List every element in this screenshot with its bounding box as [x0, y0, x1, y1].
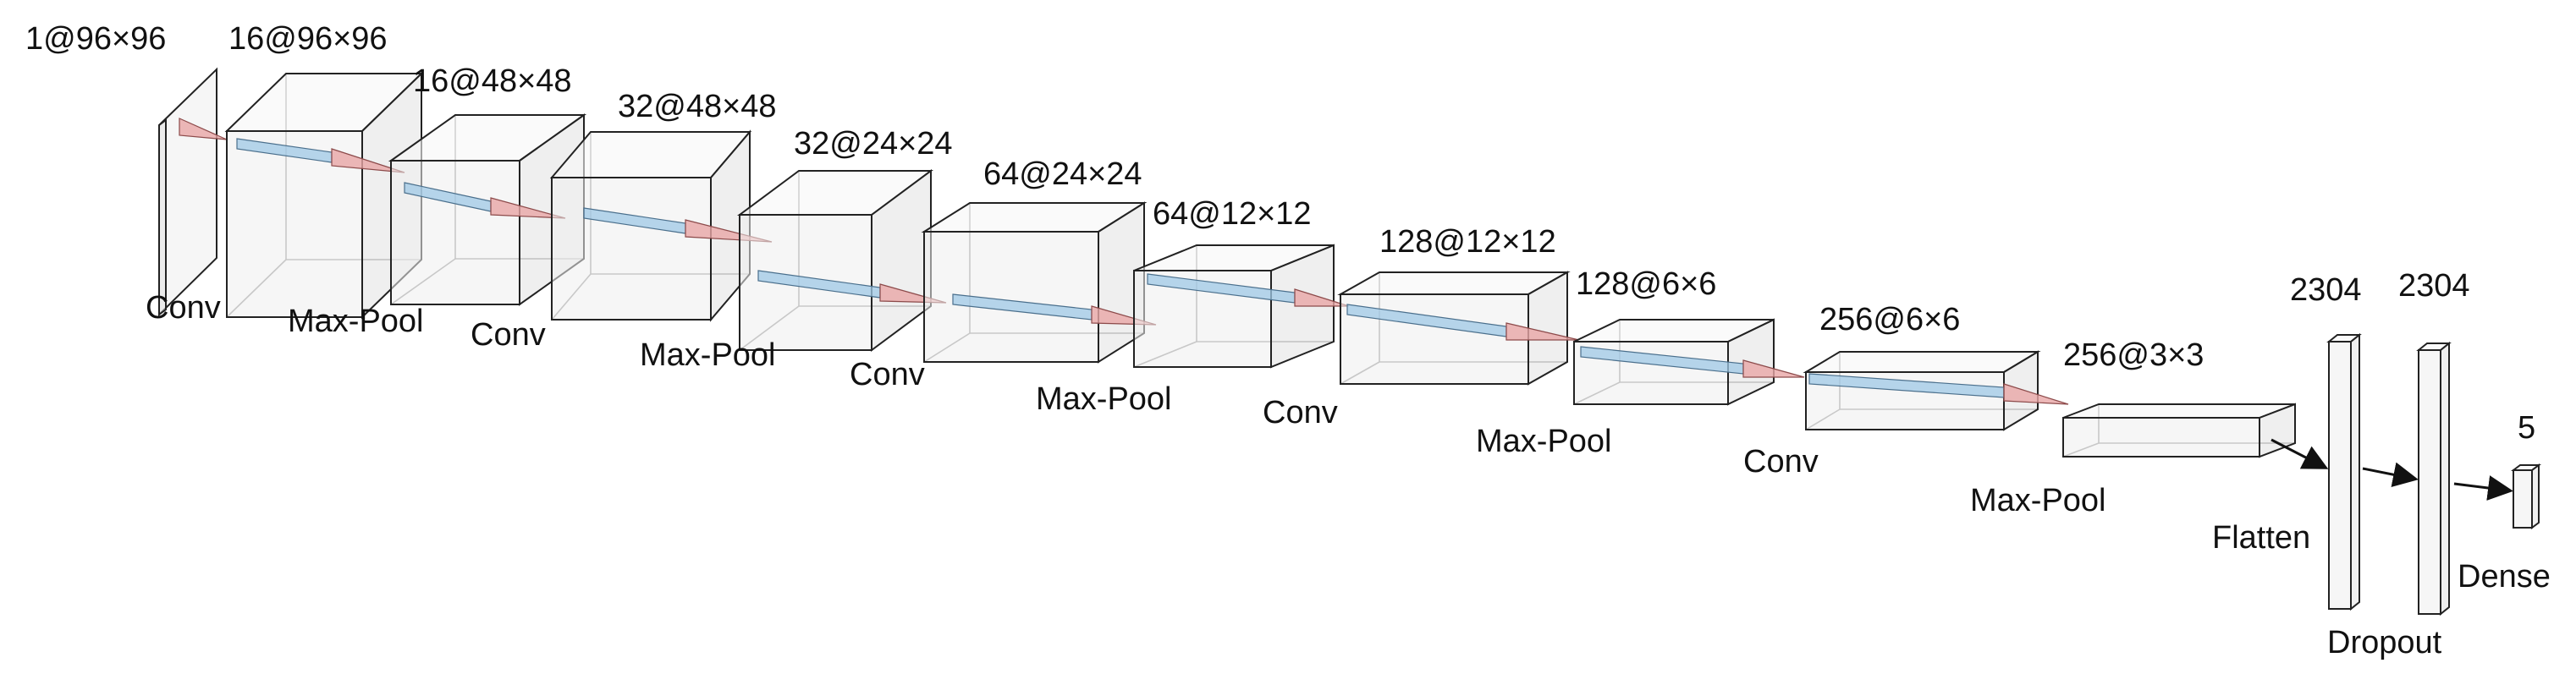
- pool5-volume-top: [2062, 403, 2296, 419]
- op-label-conv3: Conv: [850, 357, 925, 392]
- dense-output-side: [2531, 463, 2540, 529]
- dense-output-front: [2513, 469, 2533, 529]
- dim-label-conv5: 256@6×6: [1819, 302, 1960, 337]
- flatten-vector-side: [2350, 332, 2360, 611]
- dim-label-dropout: 2304: [2398, 268, 2470, 304]
- conv4-projection: [1505, 322, 1580, 341]
- op-label-conv2: Conv: [471, 317, 546, 353]
- op-label-conv4: Conv: [1263, 395, 1338, 430]
- dim-label-pool1: 16@48×48: [413, 63, 572, 99]
- op-label-dropout: Dropout: [2327, 625, 2442, 660]
- op-label-dense: Dense: [2458, 559, 2551, 595]
- dim-label-flatten: 2304: [2290, 272, 2362, 308]
- dim-label-pool4: 128@6×6: [1576, 266, 1716, 302]
- conv4-volume-side: [1527, 271, 1568, 386]
- pool4-projection: [1742, 359, 1805, 378]
- dim-label-pool3: 64@12×12: [1153, 196, 1312, 232]
- flatten-vector-front: [2328, 341, 2352, 610]
- pool5-volume-side: [2259, 403, 2296, 458]
- arrow-to-flatten: [2271, 438, 2329, 469]
- input-projection: [179, 118, 228, 140]
- dim-label-conv2: 32@48×48: [618, 89, 777, 124]
- input-sheet-front: [158, 67, 217, 317]
- pool1-volume-front: [390, 160, 520, 305]
- layer-labels: 1@96×96 16@96×96 16@48×48 32@48×48 32@24…: [25, 21, 2551, 660]
- pool5-volume-front: [2062, 417, 2260, 458]
- dropout-vector-side: [2440, 341, 2450, 616]
- op-label-pool2: Max-Pool: [640, 337, 776, 373]
- op-label-pool4: Max-Pool: [1476, 424, 1612, 459]
- input-sheet-edge: [158, 118, 167, 316]
- dim-label-dense: 5: [2518, 410, 2535, 446]
- conv5-projection: [2003, 383, 2069, 405]
- op-label-pool1: Max-Pool: [288, 304, 424, 339]
- layer-shapes: [158, 67, 2541, 616]
- arrow-to-dropout: [2362, 462, 2419, 488]
- pool1-projection: [490, 197, 566, 219]
- dropout-vector-front: [2418, 349, 2441, 615]
- op-label-conv1: Conv: [146, 290, 221, 326]
- dim-label-pool5: 256@3×3: [2063, 337, 2204, 373]
- arrow-to-dense: [2453, 475, 2513, 501]
- dim-label-conv1: 16@96×96: [228, 21, 388, 57]
- conv2-volume-front: [551, 177, 712, 321]
- dim-label-conv4: 128@12×12: [1379, 224, 1556, 260]
- dim-label-pool2: 32@24×24: [794, 126, 953, 162]
- dim-label-conv3: 64@24×24: [983, 156, 1142, 192]
- conv3-volume-front: [923, 231, 1099, 363]
- conv1-projection: [331, 148, 405, 173]
- op-label-pool5: Max-Pool: [1970, 483, 2106, 518]
- pool3-projection: [1294, 288, 1350, 307]
- op-label-pool3: Max-Pool: [1036, 381, 1172, 417]
- conv5-volume-top: [1803, 351, 2041, 373]
- op-label-flatten: Flatten: [2212, 520, 2310, 556]
- op-label-conv5: Conv: [1743, 444, 1819, 479]
- dim-label-input: 1@96×96: [25, 21, 166, 57]
